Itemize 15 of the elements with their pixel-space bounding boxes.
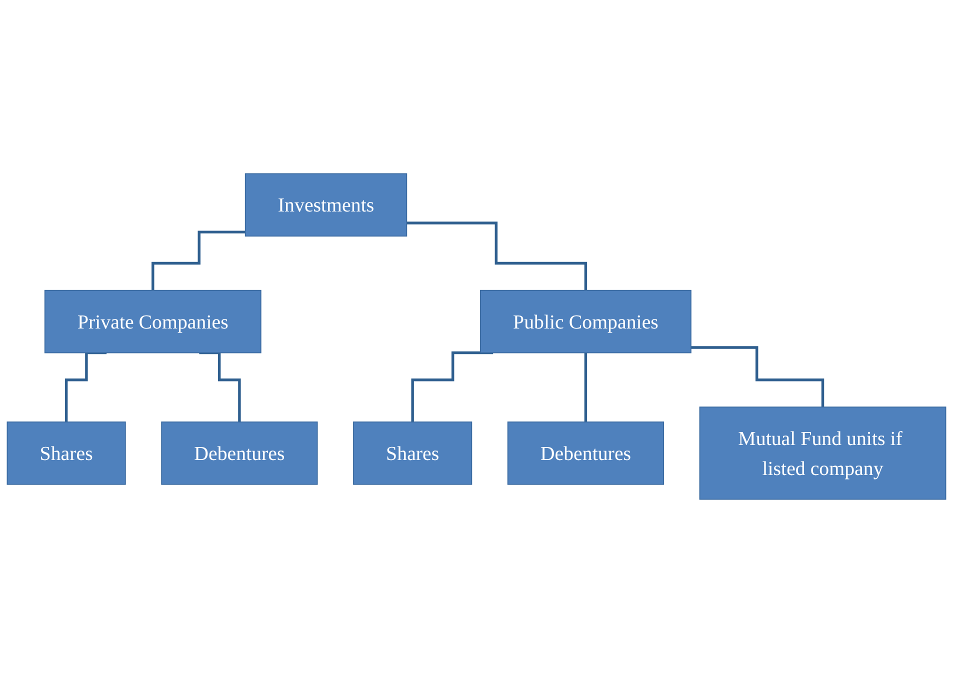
node-box: Shares (6, 422, 126, 485)
connector (199, 351, 241, 424)
connector (690, 346, 824, 408)
connector (411, 351, 494, 424)
connector (64, 351, 107, 424)
node-box: Debentures (507, 422, 664, 485)
connector (406, 222, 588, 292)
node-box: Investments (244, 173, 408, 237)
node-box: Shares (353, 422, 472, 485)
node-box: Private Companies (44, 290, 262, 354)
node-box: Debentures (161, 422, 318, 485)
node-box: Public Companies (480, 290, 692, 354)
connector (152, 230, 246, 292)
node-box: Mutual Fund units if listed company (699, 406, 946, 500)
connector (584, 351, 588, 424)
